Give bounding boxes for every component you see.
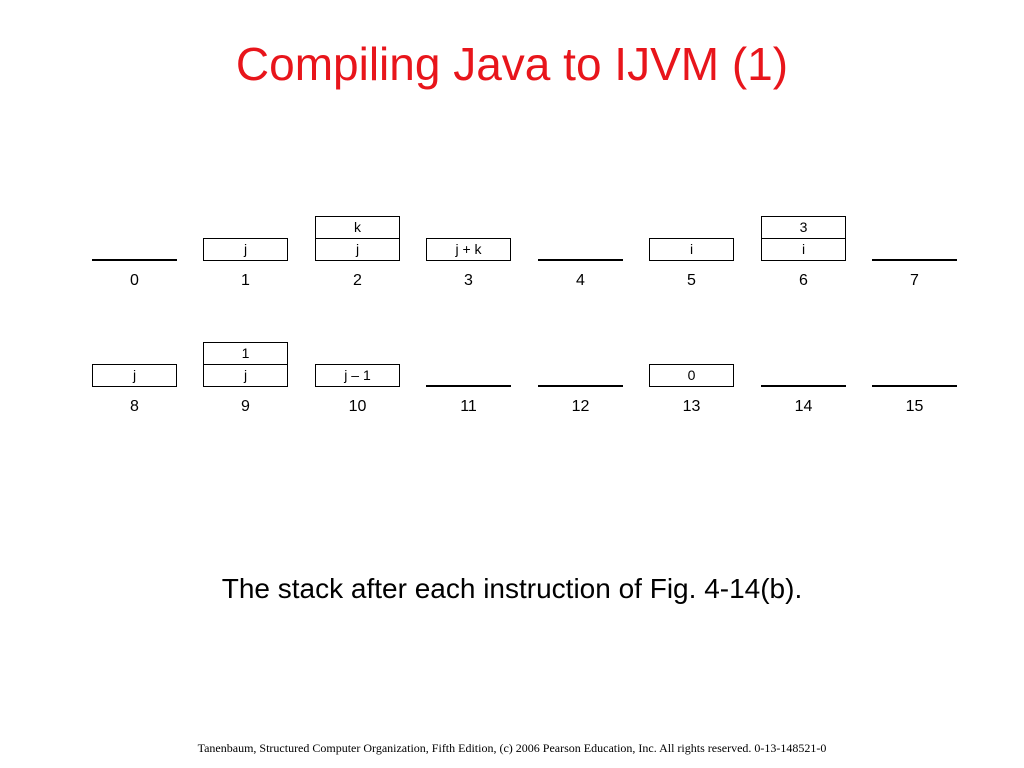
stack-bottom-cell: i bbox=[761, 238, 846, 261]
stack-10: j – 1 10 bbox=[315, 343, 400, 423]
stack-step-label: 5 bbox=[687, 272, 696, 289]
stack-step-label: 9 bbox=[241, 398, 250, 415]
slide-title: Compiling Java to IJVM (1) bbox=[235, 38, 789, 90]
stack-11: 11 bbox=[426, 343, 511, 423]
stack-cells: j bbox=[203, 211, 288, 261]
stack-cells bbox=[538, 337, 623, 387]
stack-step-label: 7 bbox=[910, 272, 919, 289]
empty-stack-line bbox=[538, 259, 623, 261]
stack-cells: i bbox=[649, 211, 734, 261]
stack-cells bbox=[426, 337, 511, 387]
stack-step-label: 4 bbox=[576, 272, 585, 289]
stack-step-label: 8 bbox=[130, 398, 139, 415]
stack-top-cell: 3 bbox=[761, 216, 846, 239]
stack-cells: j – 1 bbox=[315, 337, 400, 387]
stack-cells: j bbox=[92, 337, 177, 387]
stack-step-label: 0 bbox=[130, 272, 139, 289]
stack-step-label: 12 bbox=[571, 398, 590, 415]
stack-cells bbox=[872, 337, 957, 387]
stack-step-label: 15 bbox=[905, 398, 924, 415]
stack-3: j + k 3 bbox=[426, 217, 511, 297]
stack-14: 14 bbox=[761, 343, 846, 423]
stack-step-label: 3 bbox=[464, 272, 473, 289]
stack-bottom-cell: j bbox=[203, 238, 288, 261]
figure-caption: The stack after each instruction of Fig.… bbox=[221, 573, 803, 604]
stack-cells: j + k bbox=[426, 211, 511, 261]
stack-step-label: 2 bbox=[353, 272, 362, 289]
stack-cells bbox=[92, 211, 177, 261]
stack-bottom-cell: j + k bbox=[426, 238, 511, 261]
copyright-footer: Tanenbaum, Structured Computer Organizat… bbox=[197, 741, 827, 755]
stack-12: 12 bbox=[538, 343, 623, 423]
stack-0: 0 bbox=[92, 217, 177, 297]
stack-bottom-cell: j bbox=[203, 364, 288, 387]
stack-step-label: 6 bbox=[799, 272, 808, 289]
stack-7: 7 bbox=[872, 217, 957, 297]
stack-step-label: 13 bbox=[682, 398, 701, 415]
stack-bottom-cell: 0 bbox=[649, 364, 734, 387]
stack-cells bbox=[538, 211, 623, 261]
stack-15: 15 bbox=[872, 343, 957, 423]
stack-step-label: 1 bbox=[241, 272, 250, 289]
stack-top-cell: 1 bbox=[203, 342, 288, 365]
empty-stack-line bbox=[426, 385, 511, 387]
stack-cells bbox=[761, 337, 846, 387]
stack-cells: 0 bbox=[649, 337, 734, 387]
empty-stack-line bbox=[538, 385, 623, 387]
stack-step-label: 11 bbox=[460, 398, 477, 415]
stack-13: 0 13 bbox=[649, 343, 734, 423]
stack-step-label: 14 bbox=[794, 398, 813, 415]
stack-top-cell: k bbox=[315, 216, 400, 239]
stack-step-label: 10 bbox=[348, 398, 367, 415]
stack-bottom-cell: j – 1 bbox=[315, 364, 400, 387]
stack-bottom-cell: j bbox=[315, 238, 400, 261]
stack-bottom-cell: j bbox=[92, 364, 177, 387]
stack-bottom-cell: i bbox=[649, 238, 734, 261]
empty-stack-line bbox=[872, 259, 957, 261]
stack-4: 4 bbox=[538, 217, 623, 297]
empty-stack-line bbox=[872, 385, 957, 387]
empty-stack-line bbox=[761, 385, 846, 387]
stack-cells bbox=[872, 211, 957, 261]
empty-stack-line bbox=[92, 259, 177, 261]
